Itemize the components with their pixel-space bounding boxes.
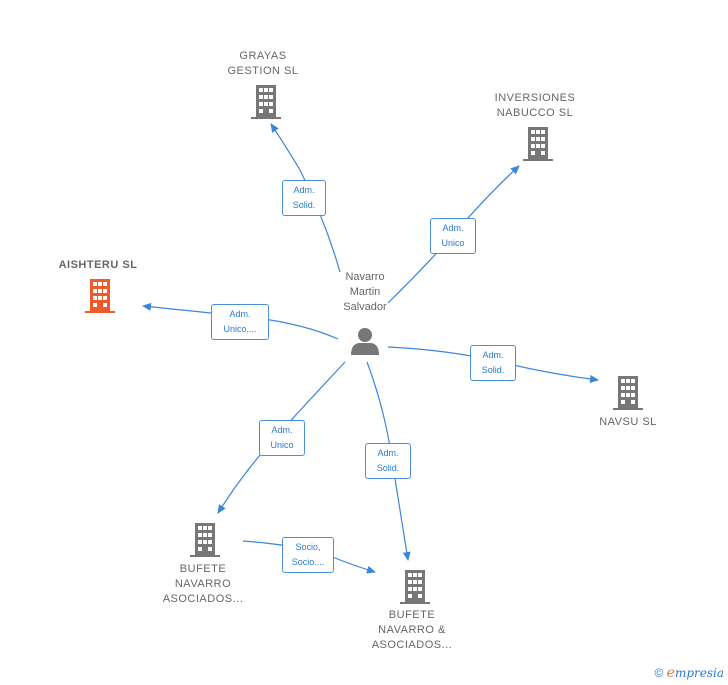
person-name-line-2: Martin: [349, 286, 381, 298]
person-name-line-3: Salvador: [343, 301, 387, 313]
relation-line: Solid.: [292, 200, 316, 210]
relation-line: Unico: [270, 440, 294, 450]
copyright-icon: ©: [654, 666, 664, 680]
building-icon[interactable]: [400, 570, 430, 604]
relation-line: Adm.: [442, 223, 464, 233]
person-name-line-1: Navarro: [345, 271, 385, 283]
edge-bufete1-to-bufete2: [242, 540, 376, 574]
building-icon[interactable]: [523, 127, 553, 161]
brand-logo-e: e: [666, 665, 675, 681]
person-name[interactable]: Navarro Martin Salvador: [326, 270, 404, 315]
company-aishteru-line-1: AISHTERU SL: [58, 259, 138, 271]
building-icon[interactable]: [190, 523, 220, 557]
relation-line: Adm.: [293, 185, 315, 195]
company-bufete1-label[interactable]: BUFETE NAVARRO ASOCIADOS...: [153, 562, 253, 607]
company-bufete2-label[interactable]: BUFETE NAVARRO & ASOCIADOS...: [362, 608, 462, 653]
company-bufete2-line-3: ASOCIADOS...: [371, 639, 453, 651]
relation-line: Adm.: [271, 425, 293, 435]
person-icon[interactable]: [350, 326, 380, 356]
company-bufete2-line-1: BUFETE: [388, 609, 436, 621]
relation-label-bufete1[interactable]: Adm. Unico: [259, 420, 305, 456]
relation-label-nabucco[interactable]: Adm. Unico: [430, 218, 476, 254]
building-icon[interactable]: [251, 85, 281, 119]
company-aishteru-label[interactable]: AISHTERU SL: [43, 258, 153, 273]
company-grayas-line-2: GESTION SL: [227, 65, 299, 77]
brand-logo-text: mpresia: [674, 666, 724, 680]
company-nabucco-line-2: NABUCCO SL: [496, 107, 574, 119]
edge-to-grayas: [270, 123, 341, 273]
relation-label-aishteru[interactable]: Adm. Unico,...: [211, 304, 269, 340]
building-icon[interactable]: [613, 376, 643, 410]
relation-label-bufete2[interactable]: Adm. Solid.: [365, 443, 411, 479]
company-bufete1-line-1: BUFETE: [179, 563, 227, 575]
relation-line: Socio....: [291, 557, 325, 567]
building-icon[interactable]: [85, 279, 115, 313]
relation-line: Unico: [441, 238, 465, 248]
relation-line: Unico,...: [223, 324, 257, 334]
company-bufete1-line-2: NAVARRO: [174, 578, 232, 590]
relation-line: Adm.: [377, 448, 399, 458]
company-navsu-label[interactable]: NAVSU SL: [583, 415, 673, 430]
company-bufete1-line-3: ASOCIADOS...: [162, 593, 244, 605]
company-bufete2-line-2: NAVARRO &: [378, 624, 446, 636]
relation-line: Adm.: [482, 350, 504, 360]
relation-label-navsu[interactable]: Adm. Solid.: [470, 345, 516, 381]
relation-line: Solid.: [481, 365, 505, 375]
company-grayas-label[interactable]: GRAYAS GESTION SL: [213, 49, 313, 79]
company-nabucco-line-1: INVERSIONES: [494, 92, 576, 104]
relation-line: Adm.: [229, 309, 251, 319]
brand-footer[interactable]: © empresia: [654, 665, 724, 681]
company-nabucco-label[interactable]: INVERSIONES NABUCCO SL: [480, 91, 590, 121]
company-navsu-line-1: NAVSU SL: [599, 416, 657, 428]
company-grayas-line-1: GRAYAS: [239, 50, 287, 62]
relation-label-bufete-socio[interactable]: Socio, Socio....: [282, 537, 334, 573]
relation-label-grayas[interactable]: Adm. Solid.: [282, 180, 326, 216]
relation-line: Solid.: [376, 463, 400, 473]
relation-line: Socio,: [295, 542, 321, 552]
